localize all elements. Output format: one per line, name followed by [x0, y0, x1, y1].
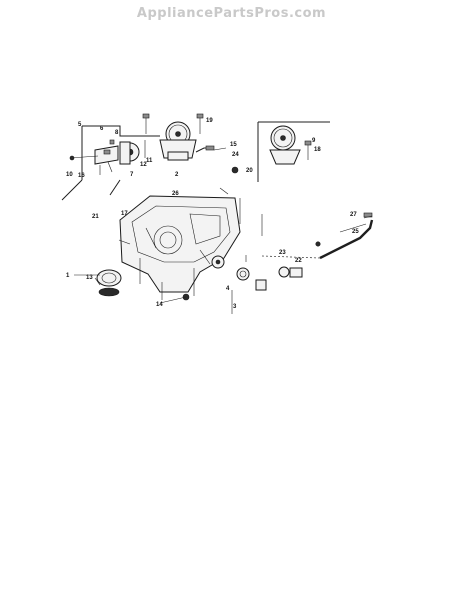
callout-2: 2	[175, 172, 179, 178]
callout-21: 21	[92, 214, 99, 220]
callout-10: 10	[66, 172, 73, 178]
cam-gear-assembly	[142, 113, 239, 174]
callout-16: 16	[78, 173, 85, 179]
callout-13: 13	[86, 275, 93, 281]
callout-6: 6	[100, 126, 104, 132]
callout-23: 23	[279, 250, 286, 256]
callout-11: 11	[146, 158, 153, 164]
callout-19: 19	[206, 118, 213, 124]
callout-labels: 1 2 3 4 5 6 7 8 9 10 11 12 13 14 15 16 1…	[66, 118, 359, 310]
inset-cam-detail	[257, 121, 330, 182]
callout-1: 1	[66, 273, 70, 279]
drain-parts	[236, 255, 303, 291]
callout-22: 22	[295, 258, 302, 264]
governor-subassembly	[61, 125, 160, 201]
callout-8: 8	[115, 130, 119, 136]
callout-7: 7	[130, 172, 134, 178]
callout-3: 3	[233, 304, 237, 310]
callout-14: 14	[156, 302, 163, 308]
callout-26: 26	[172, 191, 179, 197]
callout-20: 20	[246, 168, 253, 174]
callout-18: 18	[314, 147, 321, 153]
callout-5: 5	[78, 122, 82, 128]
callout-25: 25	[352, 229, 359, 235]
callout-12: 12	[140, 162, 147, 168]
leader-lines	[74, 147, 373, 304]
crankcase-cover	[96, 195, 263, 314]
watermark-text: AppliancePartsPros.com	[136, 6, 327, 21]
callout-9: 9	[312, 138, 316, 144]
callout-15: 15	[230, 142, 237, 148]
callout-24: 24	[232, 152, 239, 158]
callout-27: 27	[350, 212, 357, 218]
callout-4: 4	[226, 286, 230, 292]
callout-17: 17	[121, 211, 128, 217]
